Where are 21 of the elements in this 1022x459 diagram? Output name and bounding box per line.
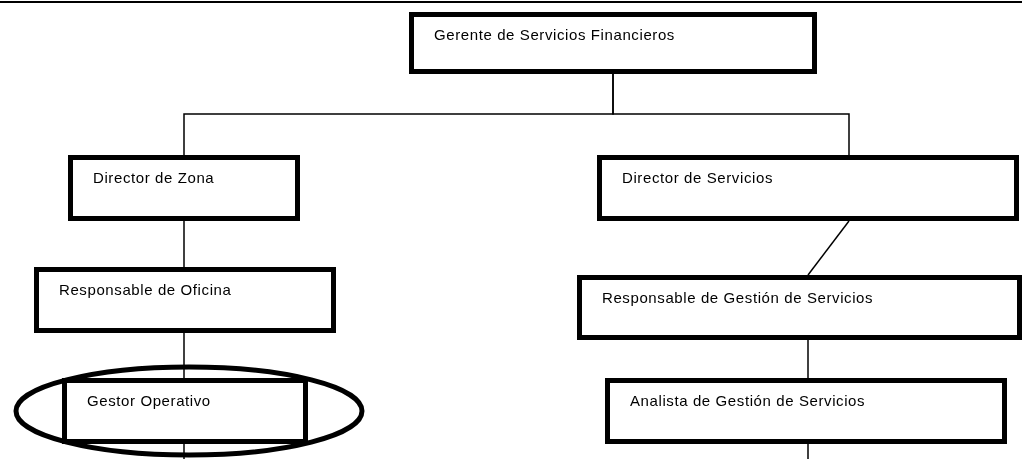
position-box bbox=[577, 275, 1022, 340]
position-box bbox=[34, 267, 336, 333]
position-box bbox=[68, 155, 300, 221]
position-box bbox=[597, 155, 1019, 221]
position-title: Director de Servicios bbox=[622, 169, 773, 186]
position-title: Analista de Gestión de Servicios bbox=[630, 392, 866, 409]
position-title: Director de Zona bbox=[93, 169, 215, 186]
connector-line bbox=[807, 443, 809, 459]
connector-line bbox=[183, 443, 185, 459]
connector-line bbox=[807, 339, 809, 379]
position-box bbox=[62, 378, 308, 444]
position-title: Gerente de Servicios Financieros bbox=[434, 26, 675, 43]
connector-line bbox=[183, 220, 185, 268]
position-box bbox=[605, 378, 1007, 444]
connector-line bbox=[807, 220, 850, 276]
position-title: Responsable de Oficina bbox=[59, 281, 232, 298]
connector-line bbox=[183, 332, 185, 379]
position-title: Responsable de Gestión de Servicios bbox=[602, 289, 874, 306]
position-box bbox=[409, 12, 817, 74]
connector-line bbox=[612, 73, 850, 156]
position-title: Gestor Operativo bbox=[87, 392, 211, 409]
